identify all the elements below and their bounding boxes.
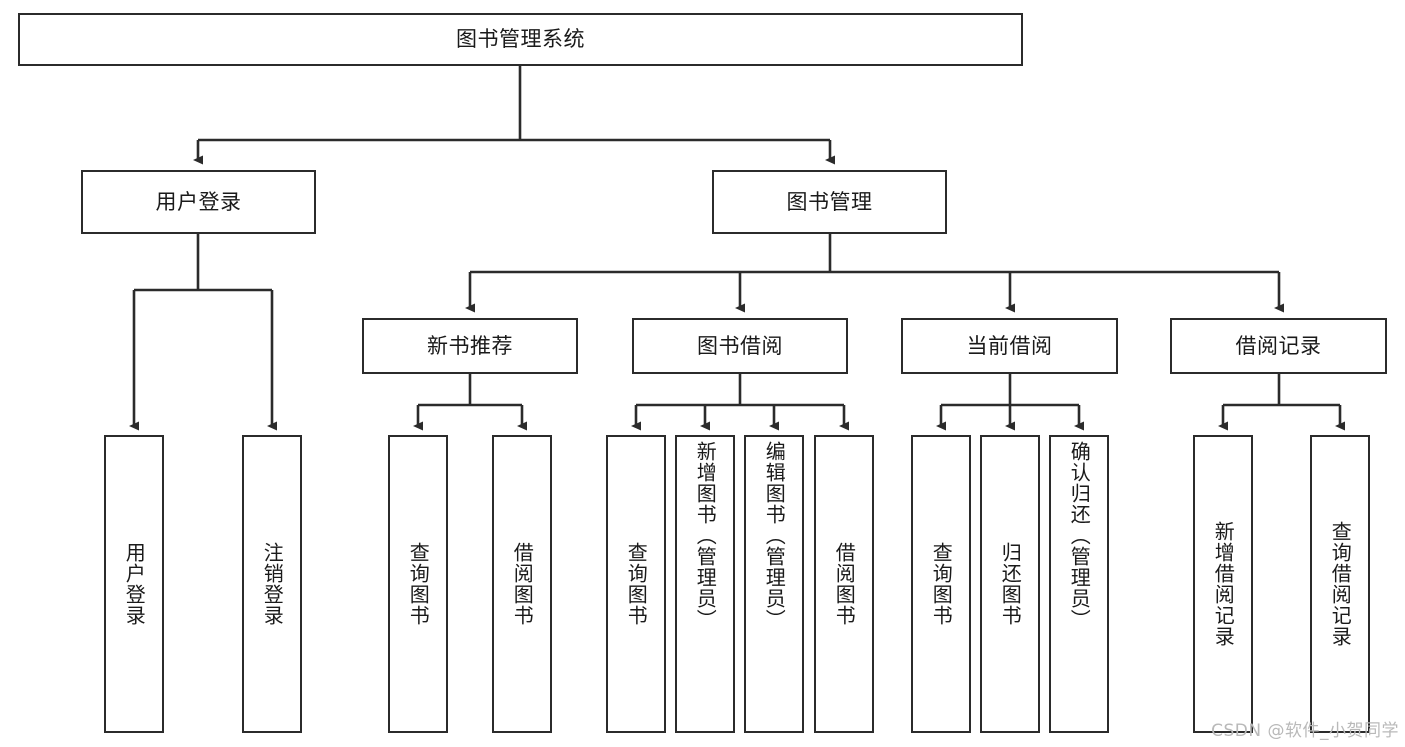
leaf-current-confirm-return-admin[interactable]: 确认归还（管理员） xyxy=(1049,435,1109,733)
node-label: 当前借阅 xyxy=(966,333,1053,358)
node-label: 新书推荐 xyxy=(427,333,513,358)
node-label: 新增借阅记录 xyxy=(1211,521,1236,647)
node-label: 查询借阅记录 xyxy=(1328,521,1353,647)
node-user-login[interactable]: 用户登录 xyxy=(81,170,316,234)
leaf-borrow-borrow-book[interactable]: 借阅图书 xyxy=(814,435,874,733)
node-label: 查询图书 xyxy=(406,542,431,626)
node-label: 借阅记录 xyxy=(1235,333,1322,358)
node-borrow-record[interactable]: 借阅记录 xyxy=(1170,318,1387,374)
leaf-current-return-book[interactable]: 归还图书 xyxy=(980,435,1040,733)
leaf-borrow-query-book[interactable]: 查询图书 xyxy=(606,435,666,733)
leaf-record-query-record[interactable]: 查询借阅记录 xyxy=(1310,435,1370,733)
leaf-recommend-borrow-book[interactable]: 借阅图书 xyxy=(492,435,552,733)
node-label: 图书借阅 xyxy=(697,333,783,358)
leaf-borrow-add-book-admin[interactable]: 新增图书（管理员） xyxy=(675,435,735,733)
node-label: 编辑图书（管理员） xyxy=(762,441,787,630)
node-current-borrow[interactable]: 当前借阅 xyxy=(901,318,1118,374)
node-book-management[interactable]: 图书管理 xyxy=(712,170,947,234)
node-label: 确认归还（管理员） xyxy=(1067,441,1092,630)
node-label: 用户登录 xyxy=(155,189,242,214)
node-label: 归还图书 xyxy=(998,542,1023,626)
node-label: 用户登录 xyxy=(122,542,147,626)
node-label: 新增图书（管理员） xyxy=(693,441,718,630)
leaf-user-login-login[interactable]: 用户登录 xyxy=(104,435,164,733)
leaf-recommend-query-book[interactable]: 查询图书 xyxy=(388,435,448,733)
csdn-watermark: CSDN @软件_小贺同学 xyxy=(1211,721,1399,741)
node-label: 借阅图书 xyxy=(832,542,857,626)
node-root-system[interactable]: 图书管理系统 xyxy=(18,13,1023,66)
leaf-user-login-logout[interactable]: 注销登录 xyxy=(242,435,302,733)
node-label: 图书管理系统 xyxy=(456,27,585,52)
node-label: 借阅图书 xyxy=(510,542,535,626)
node-label: 查询图书 xyxy=(624,542,649,626)
leaf-current-query-book[interactable]: 查询图书 xyxy=(911,435,971,733)
node-label: 查询图书 xyxy=(929,542,954,626)
node-book-borrow[interactable]: 图书借阅 xyxy=(632,318,848,374)
leaf-borrow-edit-book-admin[interactable]: 编辑图书（管理员） xyxy=(744,435,804,733)
leaf-record-add-record[interactable]: 新增借阅记录 xyxy=(1193,435,1253,733)
node-label: 注销登录 xyxy=(260,542,285,626)
node-new-book-recommend[interactable]: 新书推荐 xyxy=(362,318,578,374)
node-label: 图书管理 xyxy=(786,189,873,214)
